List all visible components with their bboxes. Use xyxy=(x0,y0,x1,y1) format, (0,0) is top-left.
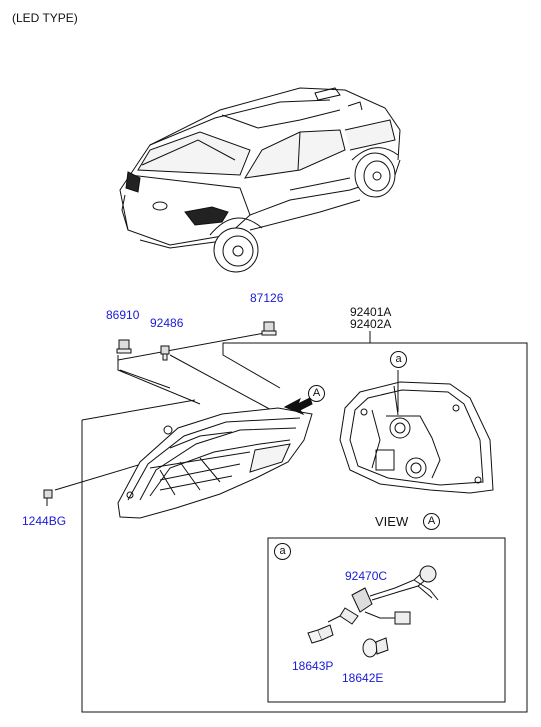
part-number-86910[interactable]: 86910 xyxy=(106,308,140,322)
part-number-87126[interactable]: 87126 xyxy=(250,291,284,305)
screw-1244bg xyxy=(43,489,53,506)
tail-lamp-assembly xyxy=(117,407,313,519)
detail-a-callout: a xyxy=(390,351,407,368)
part-number-18643p[interactable]: 18643P xyxy=(292,659,334,673)
grommet-87126 xyxy=(261,321,277,336)
vehicle-illustration xyxy=(119,87,401,273)
part-number-92486[interactable]: 92486 xyxy=(150,316,184,330)
view-a-marker: A xyxy=(308,385,325,402)
lamp-housing-rear-view xyxy=(339,370,494,494)
view-label-letter: A xyxy=(423,513,440,530)
view-label: VIEW xyxy=(375,514,409,529)
page-title: (LED TYPE) xyxy=(12,11,78,25)
clip-86910 xyxy=(116,339,132,354)
detail-a-inset-label: a xyxy=(274,543,291,560)
socket-wiring xyxy=(327,565,439,625)
bulb-18642e xyxy=(362,637,389,658)
part-number-92402a[interactable]: 92402A xyxy=(350,317,392,331)
part-number-92470c[interactable]: 92470C xyxy=(345,569,388,583)
bulb-18643p xyxy=(307,624,334,644)
screw-92486 xyxy=(160,345,170,361)
part-number-18642e[interactable]: 18642E xyxy=(342,671,384,685)
part-number-92401a[interactable]: 92401A xyxy=(350,305,392,319)
part-number-1244bg[interactable]: 1244BG xyxy=(22,514,67,528)
